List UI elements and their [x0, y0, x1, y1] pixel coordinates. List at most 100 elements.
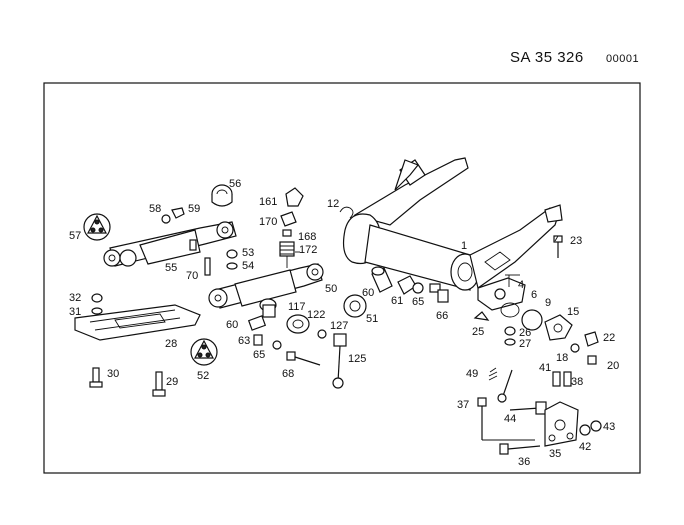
lower-cylinder-part [208, 263, 324, 309]
callout-label: 28 [165, 338, 177, 350]
callout-label: 50 [325, 283, 337, 295]
callout-label: 127 [330, 320, 348, 332]
callout-label: 18 [556, 352, 568, 364]
bushing-60-part [371, 266, 393, 293]
callout-label: 37 [457, 399, 469, 411]
bolt-68-part [286, 351, 321, 366]
upper-cylinder-part [103, 221, 237, 267]
bolt-30-part [89, 367, 103, 388]
washer-65-lower-part [272, 340, 282, 350]
callout-label: 44 [504, 413, 516, 425]
plate-28-part [74, 304, 201, 341]
callout-label: 53 [242, 247, 254, 259]
callout-label: 42 [579, 441, 591, 453]
diagram-number: 00001 [606, 53, 640, 65]
callout-label: 20 [607, 360, 619, 372]
callout-label: 26 [519, 327, 531, 339]
callout-label: 22 [603, 332, 615, 344]
callout-label: 32 [69, 292, 81, 304]
nut-32-part [91, 293, 103, 303]
washer-54-part [226, 262, 238, 270]
clip-25-part [473, 311, 490, 321]
diagram-frame [43, 82, 641, 474]
bush-56-part [211, 184, 233, 207]
link-125-part [332, 333, 347, 389]
callout-label: 9 [545, 297, 551, 309]
callout-label: 117 [288, 301, 306, 313]
callout-label: 31 [69, 306, 81, 318]
callout-label: 6 [531, 289, 537, 301]
ring-6-part [500, 302, 520, 318]
callout-label: 23 [570, 235, 582, 247]
bracket-52-part [190, 338, 218, 366]
diagram-code: SA 35 326 [510, 49, 584, 66]
callout-label: 168 [298, 231, 316, 243]
callout-label: 125 [348, 353, 366, 365]
rod-44-part [509, 401, 547, 415]
nut-58-part [161, 214, 171, 224]
ring-9-part [521, 309, 543, 331]
callout-label: 55 [165, 262, 177, 274]
clip-41-part [552, 371, 561, 387]
washer-31-part [91, 307, 103, 315]
clip-12-part [339, 206, 354, 219]
callout-label: 38 [571, 376, 583, 388]
nut-42-part [579, 424, 591, 436]
callout-label: 41 [539, 362, 551, 374]
callout-label: 170 [259, 216, 277, 228]
bolt-37-part [477, 397, 535, 441]
washer-127-part [317, 329, 327, 339]
callout-label: 1 [461, 240, 467, 252]
callout-label: 36 [518, 456, 530, 468]
nut-43-part [590, 420, 602, 432]
callout-label: 65 [412, 296, 424, 308]
spring-49-part [488, 367, 498, 381]
washer-65-part [412, 282, 424, 294]
callout-label: 60 [362, 287, 374, 299]
callout-label: 15 [567, 306, 579, 318]
clip-38-part [563, 371, 572, 387]
callout-label: 172 [299, 244, 317, 256]
callout-label: 51 [366, 313, 378, 325]
bolt-36-part [499, 443, 541, 455]
callout-label: 54 [242, 260, 254, 272]
bush-51-part [343, 294, 367, 318]
callout-label: 122 [307, 309, 325, 321]
callout-label: 56 [229, 178, 241, 190]
main-arm-part [342, 157, 563, 291]
callout-label: 12 [327, 198, 339, 210]
callout-label: 68 [282, 368, 294, 380]
clamp-15-part [544, 314, 573, 341]
callout-labels: 1 4 6 9 12 15 20 22 23 25 26 27 28 29 30… [69, 178, 619, 468]
nut-26-part [504, 326, 516, 336]
callout-label: 61 [391, 295, 403, 307]
callout-label: 57 [69, 230, 81, 242]
washer-18-part [570, 343, 580, 353]
callout-label: 63 [238, 335, 250, 347]
rod-49-part [497, 369, 513, 403]
callout-label: 27 [519, 338, 531, 350]
fitting-22-part [584, 331, 599, 347]
bushing-60-lower-part [247, 315, 267, 331]
bolt-66-part [429, 283, 449, 303]
bracket-4-part [477, 277, 526, 311]
leader-lines [295, 235, 559, 287]
nut-53-part [226, 249, 238, 259]
bolt-63-part [253, 334, 263, 346]
callout-label: 4 [518, 279, 524, 291]
callout-label: 59 [188, 203, 200, 215]
washer-27-part [504, 338, 516, 346]
bolt-20-part [587, 355, 597, 365]
callout-label: 58 [149, 203, 161, 215]
callout-label: 29 [166, 376, 178, 388]
callout-label: 66 [436, 310, 448, 322]
fitting-117-part [259, 298, 277, 318]
callout-label: 43 [603, 421, 615, 433]
fitting-122-part [286, 314, 310, 334]
housing-35-part [544, 401, 579, 447]
bracket-57-part [83, 213, 111, 241]
callout-label: 35 [549, 448, 561, 460]
callout-label: 70 [186, 270, 198, 282]
pin-70-part [204, 257, 211, 276]
callout-label: 52 [197, 370, 209, 382]
